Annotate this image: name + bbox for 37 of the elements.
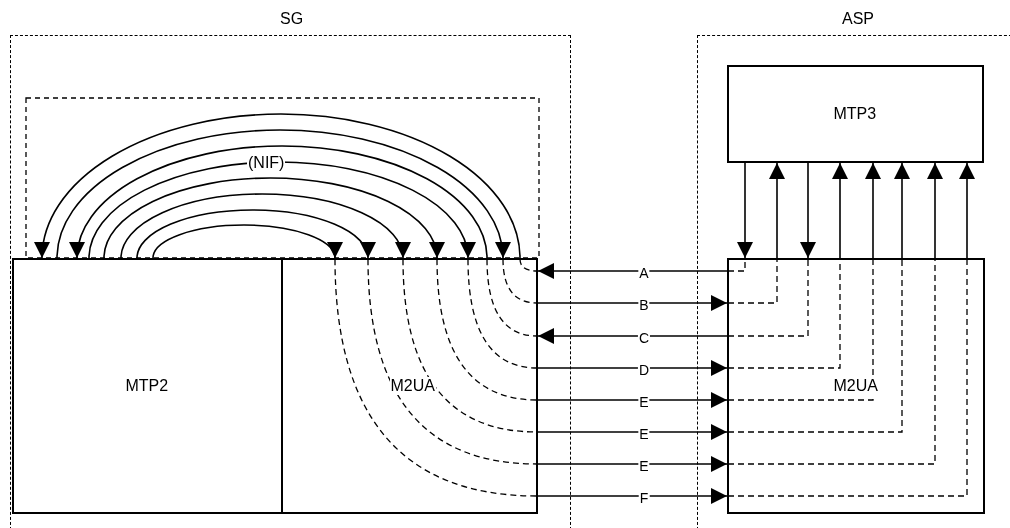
- edge-label: A: [638, 266, 650, 280]
- arrow: [152, 224, 341, 259]
- arrow: [88, 161, 474, 259]
- edge-label: E: [638, 459, 650, 473]
- edge-label: E: [638, 395, 650, 409]
- arrow: [537, 456, 728, 472]
- arrow: [927, 162, 943, 259]
- arrow: [800, 162, 816, 259]
- edge-label: D: [637, 363, 651, 377]
- layer-label: M2UA: [389, 376, 436, 395]
- arrow: [537, 263, 728, 279]
- protocol-layer-box: [726, 64, 984, 163]
- arrow: [136, 209, 374, 259]
- arrow: [537, 328, 728, 344]
- arrow: [537, 360, 728, 376]
- arrow: [737, 162, 753, 259]
- arrow: [537, 488, 728, 504]
- arrow: [959, 162, 975, 259]
- layer-label: M2UA: [832, 376, 879, 395]
- region-label: (NIF): [247, 154, 286, 172]
- arrow: [120, 193, 409, 259]
- protocol-layer-box: [280, 257, 538, 514]
- arrow: [832, 162, 848, 259]
- edge-label: B: [638, 298, 650, 312]
- edge-label: C: [637, 331, 651, 345]
- edge-label: E: [638, 427, 650, 441]
- arrow: [769, 162, 785, 259]
- arrow: [70, 145, 488, 259]
- arrow: [537, 295, 728, 311]
- arrow: [894, 162, 910, 259]
- arrow: [103, 177, 443, 259]
- arrow: [865, 162, 881, 259]
- arrow: [537, 392, 728, 408]
- protocol-layer-box: [11, 257, 283, 514]
- arrow: [537, 424, 728, 440]
- arrow: [56, 129, 510, 259]
- edge-label: F: [638, 491, 650, 505]
